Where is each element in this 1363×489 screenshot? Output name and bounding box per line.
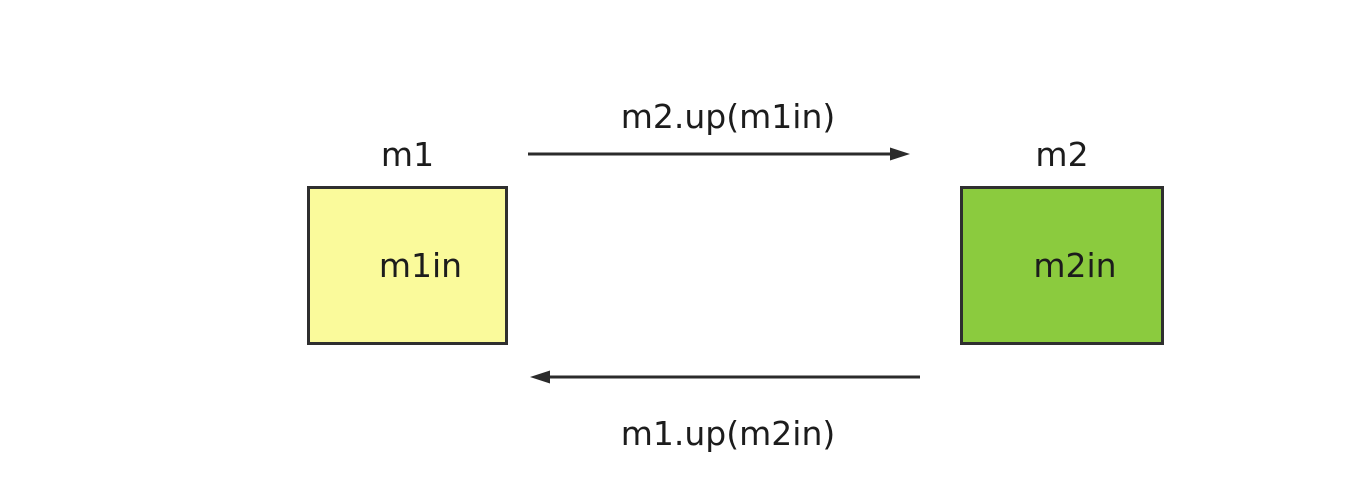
arrow-m1-to-m2 <box>528 147 910 161</box>
node-m1-title: m1 <box>380 135 435 174</box>
arrowhead-right-icon <box>890 147 910 161</box>
node-m2-label: m2in <box>1033 246 1117 285</box>
node-m1-box: m1in <box>307 186 508 345</box>
arrow-m2-to-m1 <box>530 370 920 384</box>
arrow-bottom-label: m1.up(m2in) <box>620 414 836 453</box>
arrow-top-label: m2.up(m1in) <box>620 97 836 136</box>
node-m2-title: m2 <box>1035 135 1089 174</box>
node-m1-label: m1in <box>378 246 463 285</box>
node-m2-box: m2in <box>960 186 1164 345</box>
arrowhead-left-icon <box>530 370 550 384</box>
